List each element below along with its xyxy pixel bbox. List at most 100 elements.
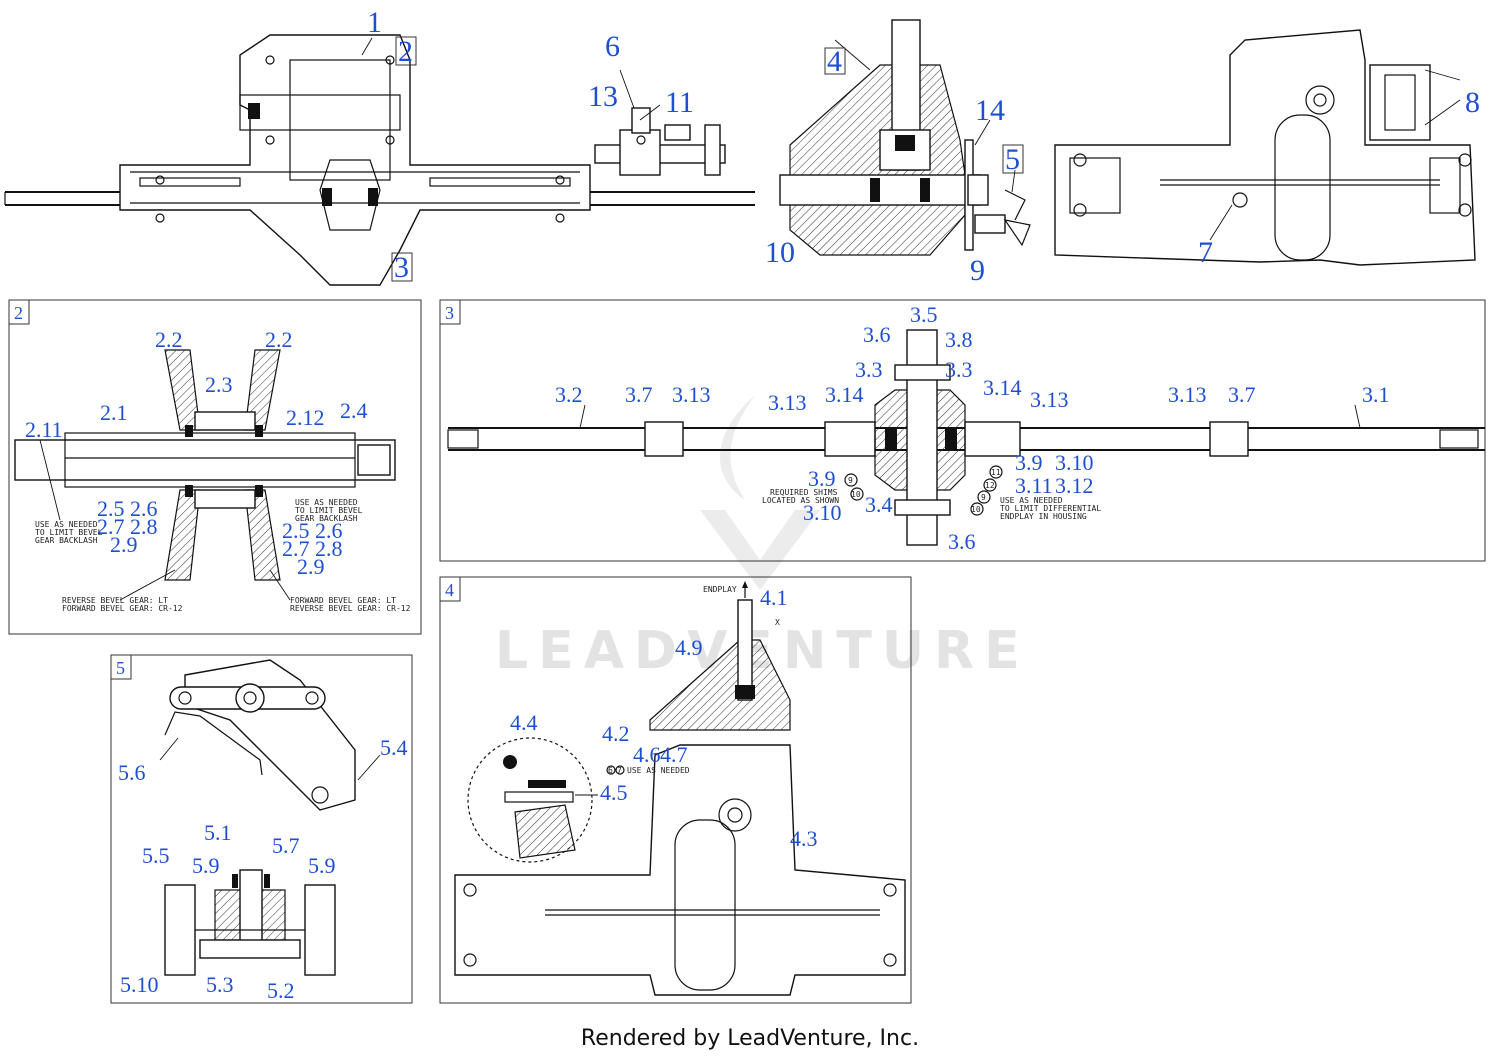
callout-5-9-left: 5.9: [192, 853, 220, 878]
panel-2-number: 2: [14, 303, 23, 323]
callout-2-3: 2.3: [205, 372, 233, 397]
callout-4-9: 4.9: [675, 635, 703, 660]
shim-circles-left: 9 10: [844, 473, 864, 501]
callout-4-2: 4.2: [602, 721, 630, 746]
note-2-bevel-4: REVERSE BEVEL GEAR: CR-12: [290, 604, 411, 613]
transaxle-section-view: [779, 19, 1031, 256]
callout-4-4: 4.4: [510, 710, 538, 735]
note-2-left-3: GEAR BACKLASH: [35, 536, 98, 545]
note-3-shims-1: REQUIRED SHIMS: [770, 488, 838, 497]
note-2-right-3: GEAR BACKLASH: [295, 514, 358, 523]
callout-3-10-right: 3.10: [1055, 450, 1094, 475]
panel-4-number: 4: [445, 580, 454, 600]
note-3-shims-2: LOCATED AS SHOWN: [762, 496, 839, 505]
callout-5-10: 5.10: [120, 972, 159, 997]
note-3-endplay-2: TO LIMIT DIFFERENTIAL: [1000, 504, 1101, 513]
detail-panel-4: 4 ENDPLAY X 4.1 4.9 4.4 4.2 4.6 4.7 4.5 …: [439, 576, 912, 1004]
callout-4-1: 4.1: [760, 585, 788, 610]
callout-10: 10: [765, 236, 795, 269]
callout-5-7: 5.7: [272, 833, 300, 858]
circle-9-left: 9: [848, 476, 853, 485]
callout-3-7-left: 3.7: [625, 382, 653, 407]
top-callouts: 1 2 3 4 5 6 7 8 9 10 11 13 14: [367, 6, 1480, 287]
callout-5-9-right: 5.9: [308, 853, 336, 878]
detail-panel-3: 3 3.5 3.6 3.8 3.3 3.3 3.2 3.7 3.13 3.13 …: [439, 299, 1486, 562]
note-4-use-as-needed: USE AS NEEDED: [627, 766, 690, 775]
callout-5-6: 5.6: [118, 760, 146, 785]
note-3-endplay-3: ENDPLAY IN HOUSING: [1000, 512, 1087, 521]
callout-4-5: 4.5: [600, 780, 628, 805]
note-2-bevel-1: REVERSE BEVEL GEAR: LT: [62, 596, 168, 605]
callout-6: 6: [605, 30, 620, 63]
callout-2-1: 2.1: [100, 400, 128, 425]
note-2-left-1: USE AS NEEDED: [35, 520, 98, 529]
callout-2-5-2-6-right: 2.5 2.6: [282, 518, 343, 543]
callout-3-5: 3.5: [910, 302, 938, 327]
circle-7: 7: [617, 766, 622, 775]
circle-10-right: 10: [971, 505, 981, 514]
note-2-bevel-2: FORWARD BEVEL GEAR: CR-12: [62, 604, 183, 613]
callout-3-1: 3.1: [1362, 382, 1390, 407]
x-mark: X: [775, 618, 780, 627]
callout-3-6-top: 3.6: [863, 322, 891, 347]
callout-3-3-left: 3.3: [855, 357, 883, 382]
callout-3-11: 3.11: [1015, 473, 1053, 498]
circle-9-right: 9: [981, 493, 986, 502]
callout-7: 7: [1198, 236, 1213, 269]
callout-3-13-d: 3.13: [1168, 382, 1207, 407]
callout-3-14-right: 3.14: [983, 375, 1022, 400]
callout-5-3: 5.3: [206, 972, 234, 997]
callout-3-13-b: 3.13: [768, 390, 807, 415]
callout-2: 2: [398, 35, 413, 68]
callout-2-12: 2.12: [286, 405, 325, 430]
note-2-bevel-3: FORWARD BEVEL GEAR: LT: [290, 596, 396, 605]
endplay-label: ENDPLAY: [703, 585, 737, 594]
note-2-left-2: TO LIMIT BEVEL: [35, 528, 103, 537]
callout-2-4: 2.4: [340, 398, 368, 423]
circle-10-left: 10: [851, 490, 861, 499]
callout-2-2-left: 2.2: [155, 327, 183, 352]
callout-3: 3: [394, 251, 409, 284]
callout-4-7: 4.7: [660, 742, 688, 767]
callout-2-11: 2.11: [25, 417, 63, 442]
callout-11: 11: [665, 86, 694, 119]
callout-3-2: 3.2: [555, 382, 583, 407]
callout-5-5: 5.5: [142, 843, 170, 868]
callout-5: 5: [1005, 143, 1020, 176]
callout-4-3: 4.3: [790, 826, 818, 851]
detail-panel-5: 5 5.4 5.6 5.1 5.7 5.5 5.9 5.9 5.10 5.3 5…: [110, 654, 413, 1004]
callout-3-13-c: 3.13: [1030, 387, 1069, 412]
callout-3-7-right: 3.7: [1228, 382, 1256, 407]
note-2-right-1: USE AS NEEDED: [295, 498, 358, 507]
detail-panel-2: 2 2.2 2.2 2.3 2.1 2.11 2.12 2.4 2.5 2.6 …: [8, 299, 422, 635]
callout-13: 13: [588, 80, 618, 113]
callout-2-7-2-8-right: 2.7 2.8: [282, 536, 343, 561]
callout-3-13-a: 3.13: [672, 382, 711, 407]
transaxle-assembly-front: [4, 34, 755, 286]
callout-3-3-right: 3.3: [945, 357, 973, 382]
callout-2-9-left: 2.9: [110, 532, 138, 557]
shifter-assembly: [594, 69, 726, 176]
shim-circles-right: 11 12 9 10: [970, 465, 1003, 516]
panel-3-number: 3: [445, 303, 454, 323]
callout-3-12: 3.12: [1055, 473, 1094, 498]
callout-3-4: 3.4: [865, 492, 893, 517]
note-3-endplay-1: USE AS NEEDED: [1000, 496, 1063, 505]
circle-12: 12: [985, 481, 995, 490]
callout-1: 1: [367, 6, 382, 39]
callout-3-9-left: 3.9: [808, 466, 836, 491]
circle-11: 11: [991, 468, 1001, 477]
note-2-right-2: TO LIMIT BEVEL: [295, 506, 363, 515]
callout-4-6: 4.6: [633, 742, 661, 767]
callout-3-8: 3.8: [945, 327, 973, 352]
callout-2-7-2-8-left: 2.7 2.8: [97, 514, 158, 539]
callout-3-6-bottom: 3.6: [948, 529, 976, 554]
callout-9: 9: [970, 254, 985, 287]
callout-3-10-left: 3.10: [803, 500, 842, 525]
callout-5-1: 5.1: [204, 820, 232, 845]
callout-5-4: 5.4: [380, 735, 408, 760]
callout-4: 4: [827, 45, 842, 78]
callout-2-2-right: 2.2: [265, 327, 293, 352]
transaxle-housing-top: [1054, 29, 1476, 266]
